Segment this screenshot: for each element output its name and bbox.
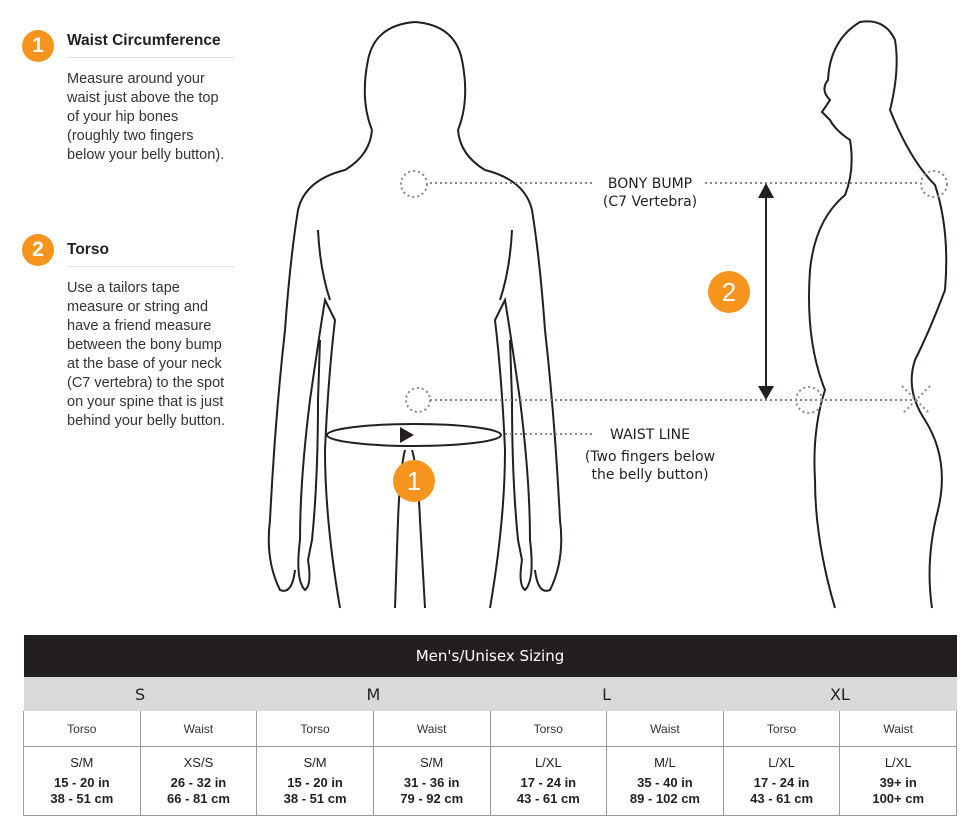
inches-value: 15 - 20 in — [53, 775, 110, 790]
marker-2-badge — [708, 271, 750, 313]
step-number-badge: 2 — [22, 234, 54, 266]
torso-length-arrow — [758, 183, 774, 400]
waist-line-label: WAIST LINE (Two fingers below the belly … — [570, 426, 730, 484]
cm-value: 100+ cm — [872, 791, 925, 806]
step-description: Measure around your waist just above the… — [67, 71, 225, 163]
inches-value: 31 - 36 in — [403, 775, 460, 790]
inches-value: 39+ in — [879, 775, 917, 790]
inches-value: 17 - 24 in — [753, 775, 810, 790]
measure-subheader: Torso — [23, 711, 141, 747]
size-header: S — [23, 677, 257, 711]
cm-value: 43 - 61 cm — [516, 791, 580, 806]
bony-bump-title: BONY BUMP — [607, 176, 693, 192]
size-header: L — [490, 677, 724, 711]
inches-value: 35 - 40 in — [637, 775, 693, 790]
step-number-badge: 1 — [22, 30, 54, 62]
marker-1-badge — [393, 460, 435, 502]
step-title: Waist Circumference — [67, 30, 234, 58]
measure-subheader: Waist — [839, 711, 957, 747]
size-header: XL — [723, 677, 957, 711]
cm-value: 38 - 51 cm — [283, 791, 347, 806]
measure-subheader: Torso — [722, 711, 841, 747]
size-range: M/L — [654, 755, 676, 770]
cm-value: 43 - 61 cm — [750, 791, 813, 806]
side-body-outline — [808, 20, 948, 609]
measure-subheader: Waist — [372, 711, 491, 747]
marker-1-label: 1 — [407, 466, 421, 496]
bony-bump-subtitle: (C7 Vertebra) — [602, 194, 698, 210]
guide-lines — [400, 170, 948, 435]
waist-line-subtitle-1: (Two fingers below — [584, 449, 716, 465]
size-range: S/M — [303, 755, 327, 770]
waist-line-subtitle-2: the belly button) — [591, 467, 709, 483]
size-header: M — [256, 677, 490, 711]
body-measurement-diagram: 1 2 — [267, 20, 948, 609]
measure-subheader: Waist — [139, 711, 258, 747]
waist-tape-loop — [326, 423, 502, 447]
inches-value: 17 - 24 in — [520, 775, 577, 790]
step-waist: 1 Waist Circumference Measure around you… — [22, 30, 234, 165]
cm-value: 89 - 102 cm — [629, 791, 700, 806]
measure-subheader: Torso — [256, 711, 374, 747]
step-description: Use a tailors tape measure or string and… — [67, 280, 225, 429]
cm-value: 66 - 81 cm — [167, 791, 230, 806]
size-range: S/M — [420, 755, 444, 770]
table-title: Men's/Unisex Sizing — [23, 635, 957, 677]
front-body-outline — [267, 20, 563, 609]
size-range: L/XL — [768, 755, 795, 770]
size-range: XS/S — [183, 755, 214, 770]
marker-2-label: 2 — [722, 277, 736, 307]
measure-subheader: Torso — [489, 711, 608, 747]
inches-value: 15 - 20 in — [287, 775, 343, 790]
inches-value: 26 - 32 in — [170, 775, 227, 790]
waist-line-title: WAIST LINE — [610, 427, 690, 443]
size-range: L/XL — [884, 755, 912, 770]
size-range: L/XL — [534, 755, 562, 770]
step-title: Torso — [67, 234, 234, 267]
size-range: S/M — [70, 755, 94, 770]
measure-subheader: Waist — [606, 711, 724, 747]
bony-bump-label: BONY BUMP (C7 Vertebra) — [590, 175, 710, 211]
cm-value: 79 - 92 cm — [400, 791, 464, 806]
step-torso: 2 Torso Use a tailors tape measure or st… — [22, 234, 234, 431]
cm-value: 38 - 51 cm — [50, 791, 114, 806]
